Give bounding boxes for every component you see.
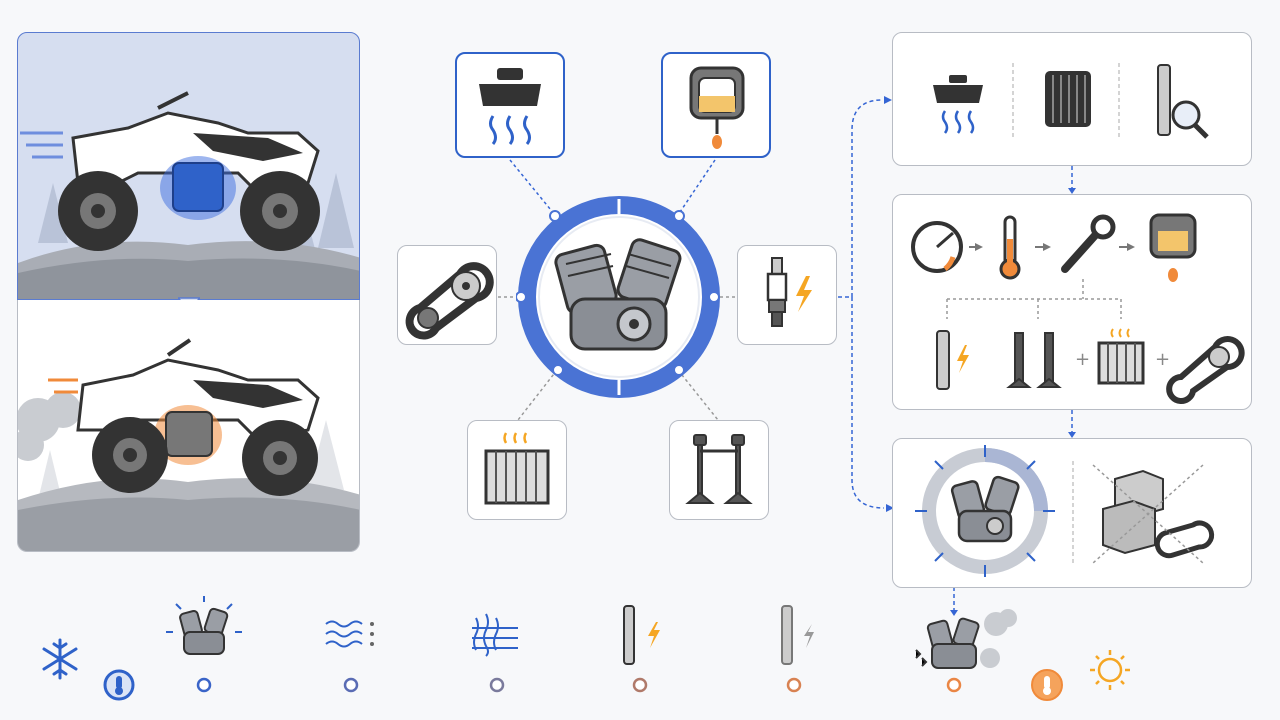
temperature-timeline bbox=[42, 596, 1130, 701]
spark-plug-spark-icon bbox=[623, 605, 660, 665]
component-radiator[interactable] bbox=[467, 420, 567, 520]
snowflake-icon bbox=[42, 638, 78, 680]
engine-hub bbox=[516, 196, 720, 398]
thermometer-icon bbox=[999, 215, 1021, 280]
valves-icon bbox=[1006, 332, 1062, 388]
carburetor-icon bbox=[1149, 213, 1197, 282]
rebuilt-engine-icon bbox=[915, 445, 1055, 577]
oil-filter-icon bbox=[1045, 71, 1091, 127]
replacement-parts-boxes-icon bbox=[1092, 464, 1215, 564]
cold-atv-panel bbox=[17, 32, 360, 300]
sun-icon bbox=[1090, 650, 1130, 690]
component-spark-plug[interactable] bbox=[737, 245, 837, 345]
radiator-icon bbox=[1097, 328, 1145, 385]
component-valves[interactable] bbox=[669, 420, 769, 520]
airflow-cooling-icon bbox=[472, 613, 518, 657]
carburetor-fuel-icon bbox=[689, 66, 745, 149]
belt-icon bbox=[1166, 336, 1245, 404]
inspection-step-panel bbox=[892, 32, 1252, 166]
valves-icon bbox=[685, 434, 753, 504]
spark-plug-inspect-icon bbox=[1157, 64, 1209, 139]
spark-plug-icon bbox=[936, 330, 969, 390]
engine-warmup-icon bbox=[166, 596, 242, 655]
atv-overheating-engine-icon bbox=[18, 338, 359, 551]
air-waves-icon bbox=[325, 620, 374, 648]
oil-cap-steam-icon bbox=[479, 68, 541, 145]
spark-plug-weak-icon bbox=[781, 605, 814, 665]
svg-text:+: + bbox=[1155, 349, 1170, 370]
diagnosis-step-panel: + + bbox=[892, 194, 1252, 410]
svg-text:+: + bbox=[1075, 349, 1090, 370]
component-oil-cap[interactable] bbox=[455, 52, 565, 158]
spark-plug-icon bbox=[766, 257, 812, 327]
oil-cap-icon bbox=[933, 75, 983, 134]
component-belt[interactable] bbox=[397, 245, 497, 345]
wrench-icon bbox=[1061, 214, 1116, 273]
engine-smoking-icon bbox=[915, 609, 1017, 669]
rebuild-step-panel bbox=[892, 438, 1252, 588]
atv-cold-engine-icon bbox=[18, 91, 359, 299]
v-twin-engine-icon bbox=[554, 238, 682, 351]
cvt-belt-icon bbox=[405, 262, 494, 340]
hot-atv-panel bbox=[17, 300, 360, 552]
radiator-icon bbox=[484, 432, 550, 505]
temperature-gauge-icon bbox=[911, 221, 963, 273]
component-carburetor[interactable] bbox=[661, 52, 771, 158]
